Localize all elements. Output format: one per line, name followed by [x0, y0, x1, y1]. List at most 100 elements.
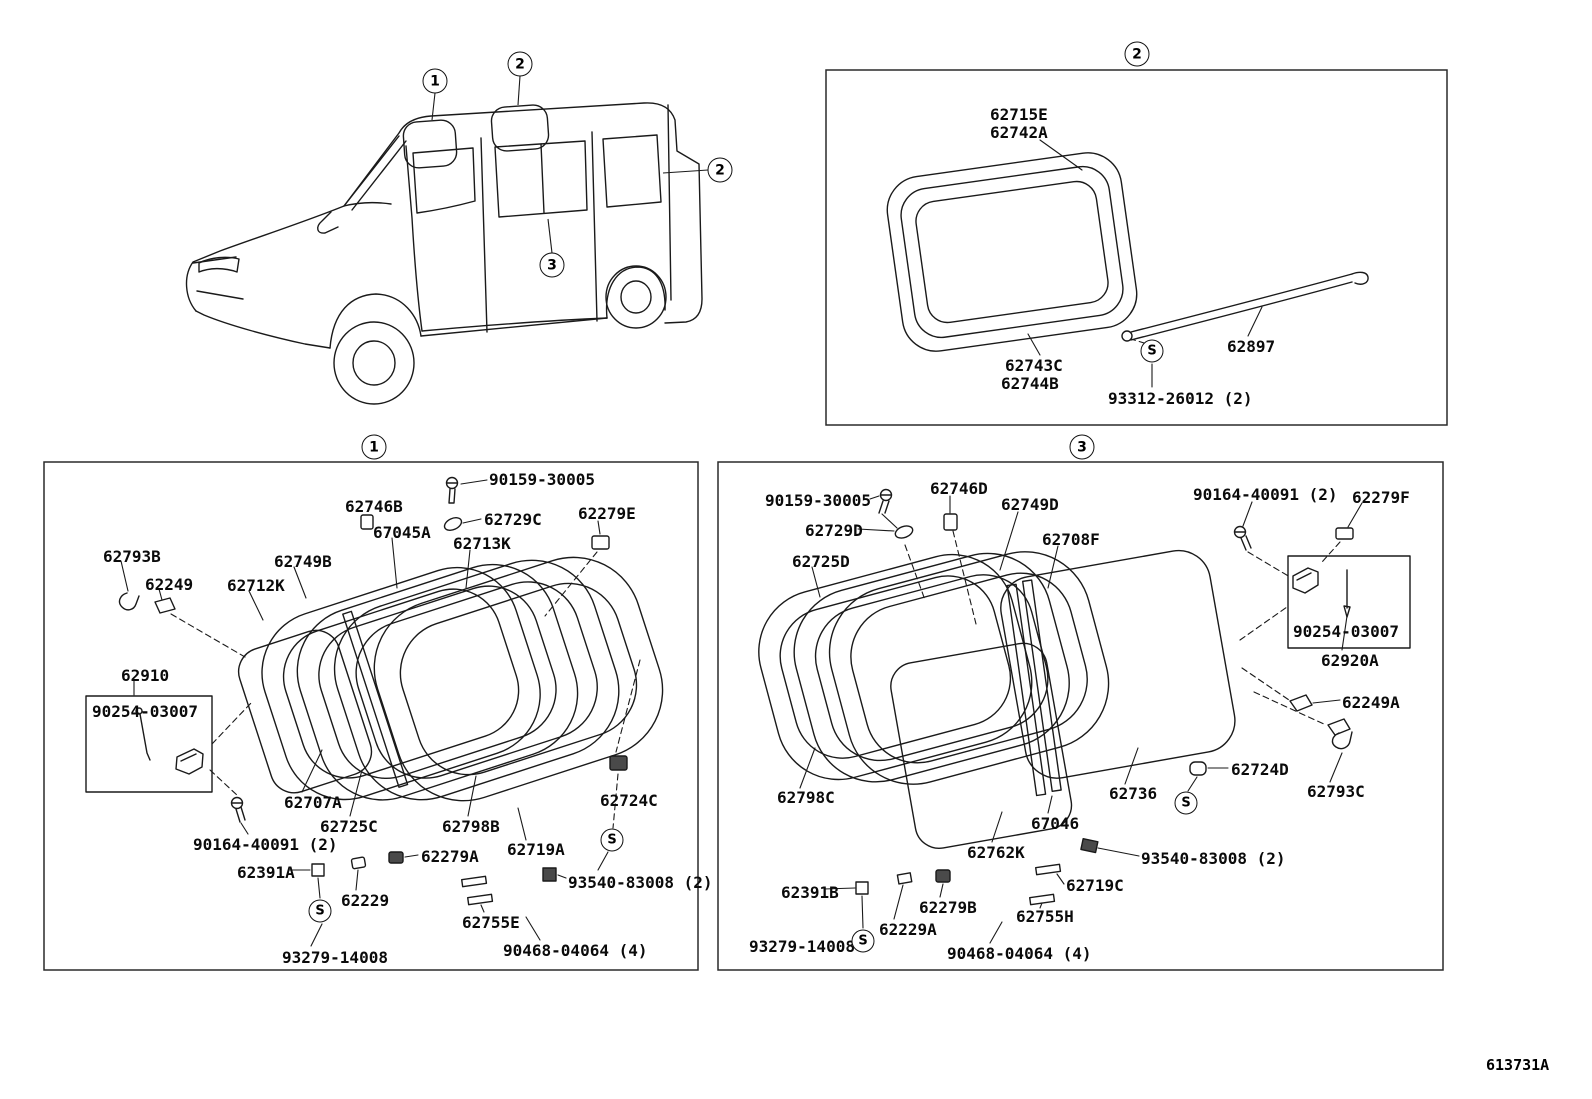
pin-icon [135, 707, 151, 761]
part-label-62755h: 62755H [1016, 907, 1074, 926]
part-label-62279f: 62279F [1352, 488, 1410, 507]
document-code: 613731A [1486, 1056, 1550, 1074]
part-label-62725c: 62725C [320, 817, 378, 836]
part-label-93279-14008: 93279-14008 [749, 937, 855, 956]
part-label-62725d: 62725D [792, 552, 850, 571]
part-label-62729d: 62729D [805, 521, 863, 540]
part-label-62708f: 62708F [1042, 530, 1100, 549]
part-label-62743c: 62743C [1005, 356, 1063, 375]
part-label-62229: 62229 [341, 891, 390, 910]
retainer-clip-icon [1327, 718, 1351, 736]
callout-panel-3: 3 [1069, 434, 1095, 460]
spacer-block-icon [388, 851, 404, 864]
screw-icon [878, 488, 893, 514]
screw-icon [1233, 525, 1252, 551]
part-label-62724d: 62724D [1231, 760, 1289, 779]
spacer-block-icon [1335, 527, 1354, 540]
part-label-62279a: 62279A [421, 847, 479, 866]
screw-block-icon [1080, 837, 1099, 854]
part-label-62249: 62249 [145, 575, 194, 594]
screw-block-icon [542, 867, 557, 882]
callout-roof-window-front: 1 [422, 68, 448, 94]
square-clip-icon [311, 863, 325, 877]
hook-clip-icon [118, 592, 140, 611]
part-label-90468-04064-4: 90468-04064 (4) [503, 941, 648, 960]
clip-icon [894, 525, 914, 539]
bracket-icon [1292, 567, 1319, 594]
roof-side-window-assembly [85, 476, 664, 947]
part-label-90164-40091-2: 90164-40091 (2) [1193, 485, 1338, 504]
part-label-93279-14008: 93279-14008 [282, 948, 388, 967]
part-label-90164-40091-2: 90164-40091 (2) [193, 835, 338, 854]
part-label-67046: 67046 [1031, 814, 1080, 833]
part-label-62798c: 62798C [777, 788, 835, 807]
screw-icon [230, 796, 246, 823]
callout-panel-1: 1 [361, 434, 387, 460]
retainer-clip-icon [1289, 694, 1313, 712]
screw-spec-marker-2: S [308, 899, 332, 923]
spacer-block-icon [935, 869, 951, 883]
quarter-window-frame [886, 152, 1138, 352]
grommet-icon [943, 513, 958, 531]
part-label-62762k: 62762K [967, 843, 1025, 862]
part-label-62746b: 62746B [345, 497, 403, 516]
part-label-62910: 62910 [121, 666, 170, 685]
panel-1-dashed-lines [170, 551, 641, 829]
pin-icon [1343, 569, 1351, 618]
clip-icon [443, 517, 463, 531]
part-label-62793c: 62793C [1307, 782, 1365, 801]
spacer-block-icon [591, 535, 610, 550]
part-label-62724c: 62724C [600, 791, 658, 810]
part-label-62736: 62736 [1109, 784, 1158, 803]
slide-window-frame-stack [758, 551, 1110, 785]
bracket-icon [175, 748, 204, 775]
screw-spec-marker-4: S [1174, 791, 1198, 815]
part-label-62755e: 62755E [462, 913, 520, 932]
moulding-strip-icon [1028, 893, 1056, 906]
part-label-90254-03007: 90254-03007 [1293, 622, 1399, 641]
part-label-62279e: 62279E [578, 504, 636, 523]
part-label-62729c: 62729C [484, 510, 542, 529]
clip-icon [350, 856, 367, 870]
callout-slide-door-window: 3 [539, 252, 565, 278]
clip-icon [896, 872, 913, 885]
part-label-62742a: 62742A [990, 123, 1048, 142]
screw-spec-marker-5: S [851, 929, 875, 953]
detail-box [85, 695, 213, 793]
part-label-62749b: 62749B [274, 552, 332, 571]
cushion-block-icon [609, 755, 628, 771]
panel-3-border [717, 461, 1444, 971]
slide-door-window-assembly [758, 488, 1411, 944]
screw-spec-marker-3: S [600, 828, 624, 852]
part-label-90159-30005: 90159-30005 [765, 491, 871, 510]
part-label-62229a: 62229A [879, 920, 937, 939]
slide-window-glass-sliding [890, 642, 1073, 849]
part-label-90159-30005: 90159-30005 [489, 470, 595, 489]
part-label-67045a: 67045A [373, 523, 431, 542]
moulding-strip-icon [460, 875, 488, 888]
part-label-62249a: 62249A [1342, 693, 1400, 712]
van-callout-leaders [431, 75, 709, 254]
part-label-62712k: 62712K [227, 576, 285, 595]
quarter-window-assembly [886, 139, 1369, 388]
panel-3-leader-lines [799, 495, 1363, 944]
part-label-62746d: 62746D [930, 479, 988, 498]
part-label-62713k: 62713K [453, 534, 511, 553]
callout-roof-window-rear: 2 [507, 51, 533, 77]
square-clip-icon [855, 881, 869, 895]
roof-window-rear-glass [490, 104, 550, 152]
grommet-icon [360, 514, 374, 530]
panel-3-dashed-lines [904, 530, 1341, 726]
retainer-clip-icon [154, 597, 176, 614]
panel-borders [43, 69, 1448, 971]
part-label-62798b: 62798B [442, 817, 500, 836]
van-illustration [185, 102, 703, 405]
part-label-62707a: 62707A [284, 793, 342, 812]
part-label-93312-26012-2: 93312-26012 (2) [1108, 389, 1253, 408]
part-label-62719c: 62719C [1066, 876, 1124, 895]
moulding-strip-icon [1034, 863, 1062, 876]
cushion-block-icon [1189, 761, 1207, 776]
part-label-93540-83008-2: 93540-83008 (2) [1141, 849, 1286, 868]
moulding-strip-icon [466, 893, 494, 906]
